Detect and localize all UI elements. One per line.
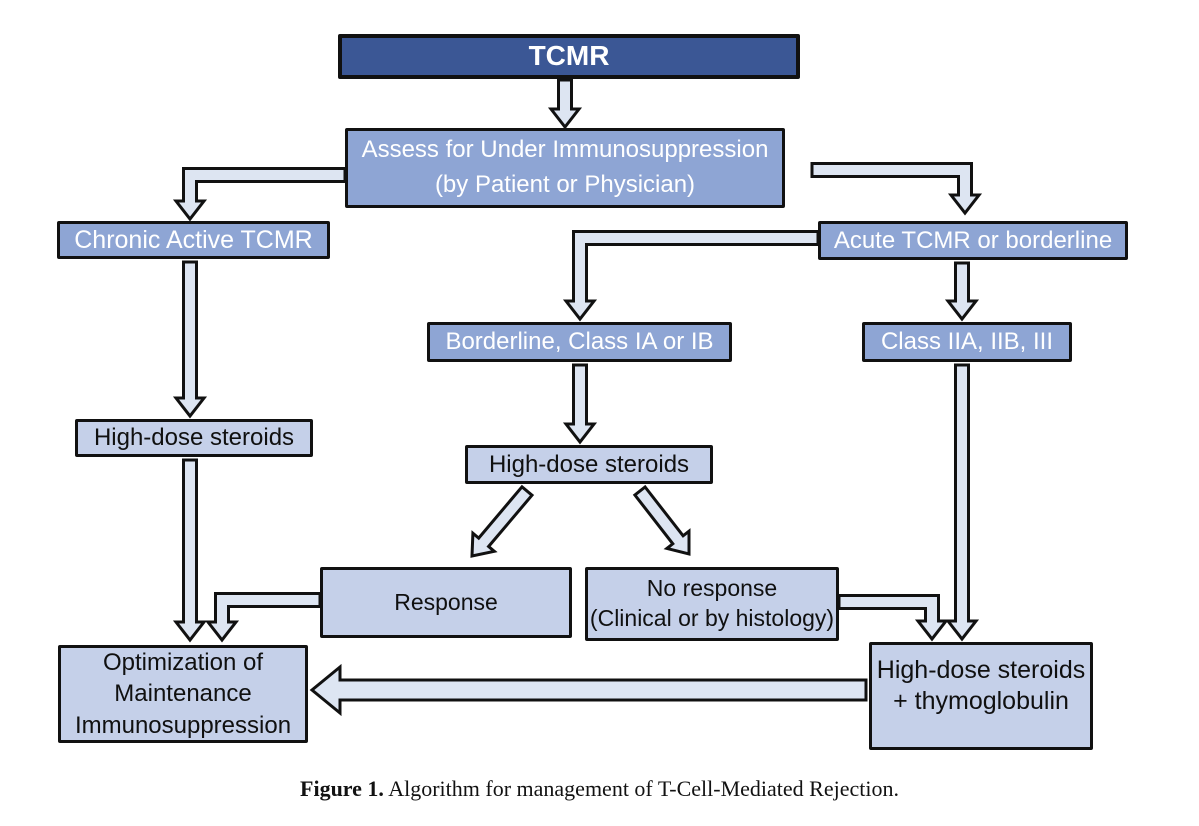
node-label: Response: [394, 588, 498, 615]
figure-caption: Figure 1. Algorithm for management of T-…: [0, 776, 1199, 802]
arrow-no-response-to-thymo: [837, 594, 950, 642]
node-label: + thymoglobulin: [893, 687, 1069, 716]
arrow-acute-to-class2: [944, 261, 980, 322]
node-label: No response: [646, 575, 778, 602]
node-acute-tcmr-or-borderline: Acute TCMR or borderline: [818, 221, 1128, 260]
node-label: Acute TCMR or borderline: [833, 226, 1113, 254]
node-label: (Clinical or by histology): [589, 605, 835, 631]
node-chronic-active-tcmr: Chronic Active TCMR: [57, 221, 330, 259]
figure-caption-text: Algorithm for management of T-Cell-Media…: [383, 776, 899, 801]
arrow-borderline-to-steroids-center: [562, 363, 598, 445]
arrow-acute-to-borderline: [562, 230, 820, 322]
node-no-response: No response (Clinical or by histology): [585, 567, 839, 641]
arrow-chronic-to-steroids-left: [172, 260, 208, 419]
arrow-assess-to-chronic: [172, 167, 347, 222]
arrow-assess-to-acute: [810, 162, 983, 216]
node-high-dose-steroids-center: High-dose steroids: [465, 445, 713, 484]
node-label: High-dose steroids: [876, 656, 1086, 684]
node-high-dose-steroids-thymoglobulin: High-dose steroids + thymoglobulin: [869, 642, 1093, 750]
node-label: High-dose steroids: [93, 424, 295, 452]
arrow-tcmr-to-assess: [547, 78, 583, 130]
node-assess-under-immunosuppression: Assess for Under Immunosuppression (by P…: [345, 128, 785, 208]
arrow-steroids-to-no-response: [632, 484, 691, 556]
node-label: (by Patient or Physician): [434, 171, 696, 198]
node-label: TCMR: [528, 40, 610, 72]
node-tcmr: TCMR: [338, 34, 800, 79]
node-label: Maintenance: [114, 680, 252, 708]
node-label: Borderline, Class IA or IB: [445, 328, 714, 356]
node-label: Optimization of: [102, 649, 264, 677]
node-label: Immunosuppression: [74, 711, 292, 739]
arrow-steroids-left-to-optimization: [172, 458, 208, 643]
node-label: High-dose steroids: [488, 450, 690, 478]
node-borderline-class-ia-ib: Borderline, Class IA or IB: [427, 322, 732, 362]
arrow-thymo-to-optimization: [309, 663, 868, 717]
node-class-iia-iib-iii: Class IIA, IIB, III: [862, 322, 1072, 362]
node-high-dose-steroids-left: High-dose steroids: [75, 419, 313, 457]
node-label: Class IIA, IIB, III: [880, 328, 1054, 356]
arrow-response-to-optimization: [204, 592, 322, 643]
arrow-class2-to-thymo: [944, 363, 980, 642]
node-response: Response: [320, 567, 572, 638]
node-label: Chronic Active TCMR: [74, 225, 313, 254]
arrow-steroids-to-response: [470, 484, 535, 558]
node-optimization-maintenance: Optimization of Maintenance Immunosuppre…: [58, 645, 308, 743]
node-label: Assess for Under Immunosuppression: [361, 136, 769, 164]
figure-caption-label: Figure 1.: [300, 776, 384, 801]
